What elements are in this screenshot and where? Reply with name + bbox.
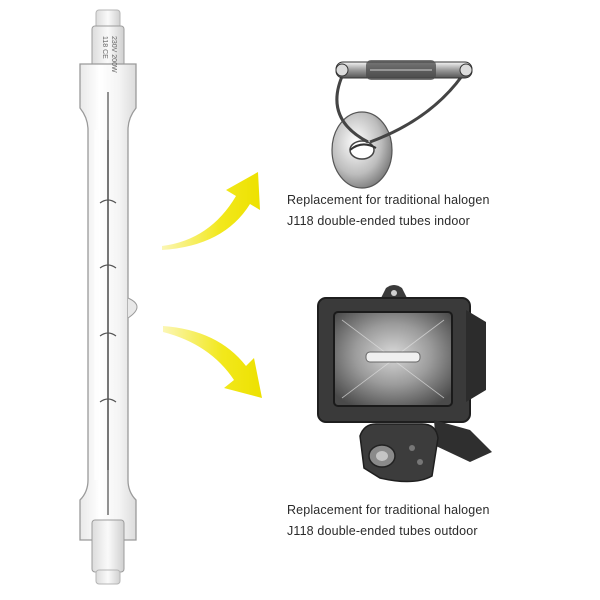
outdoor-caption-line-1: Replacement for traditional halogen xyxy=(287,503,490,517)
tube-marking-rating: 230V 200W xyxy=(110,36,117,73)
indoor-caption-line-2: J118 double-ended tubes indoor xyxy=(287,214,470,228)
arrow-down-right-icon xyxy=(163,326,262,398)
motion-sensor xyxy=(359,423,439,483)
tube-marking-model: 118 CE xyxy=(101,36,108,59)
outdoor-caption-line-2: J118 double-ended tubes outdoor xyxy=(287,524,478,538)
tube-bottom-cap xyxy=(91,519,125,585)
indoor-wall-light-image xyxy=(331,60,473,189)
halogen-tube-image: 118 CE 230V 200W xyxy=(79,9,138,585)
arrow-up-right-icon xyxy=(162,172,260,250)
indoor-caption: Replacement for traditional halogen J118… xyxy=(287,190,587,232)
indoor-caption-line-1: Replacement for traditional halogen xyxy=(287,193,490,207)
outdoor-caption: Replacement for traditional halogen J118… xyxy=(287,500,587,542)
outdoor-floodlight-image xyxy=(317,285,492,483)
